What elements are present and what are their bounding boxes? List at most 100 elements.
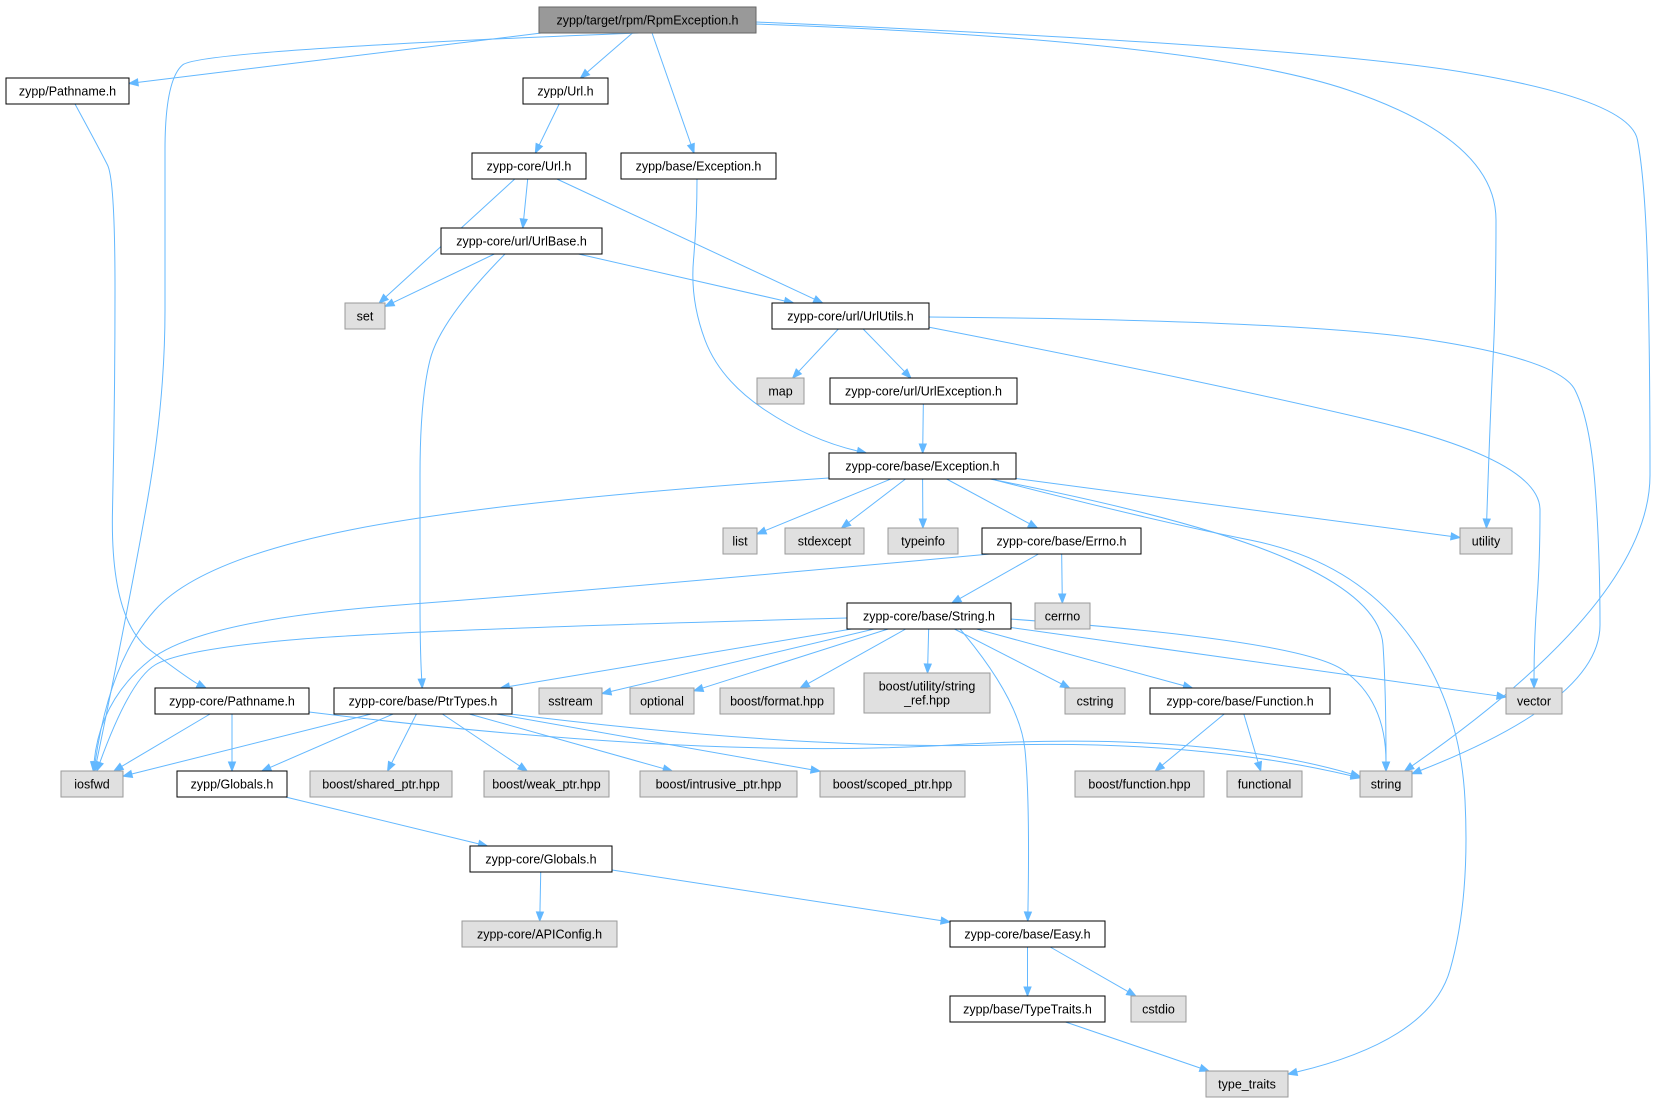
edge-corepath-to-string	[308, 711, 1362, 778]
edge-arrowhead	[1198, 1063, 1211, 1072]
node-urlbase[interactable]: zypp-core/url/UrlBase.h	[440, 227, 603, 255]
node-label: optional	[640, 695, 684, 709]
edge-urlutils-to-urlexc	[862, 328, 912, 379]
edge-function-to-bfunc	[1154, 713, 1225, 772]
edge-arrowhead	[1410, 766, 1423, 775]
node-box	[819, 770, 966, 798]
edge-arrowhead	[901, 368, 912, 379]
node-string: string	[1359, 770, 1413, 798]
node-box	[620, 152, 777, 180]
node-iosfwd: iosfwd	[60, 770, 124, 798]
edge-corexc-to-iosfwd	[91, 477, 830, 773]
edge-arrowhead	[1023, 911, 1033, 923]
node-box	[461, 920, 618, 948]
edge-root-to-iosfwd	[92, 32, 640, 773]
node-bfunc: boost/function.hpp	[1074, 770, 1205, 798]
node-coreurl[interactable]: zypp-core/Url.h	[471, 152, 587, 180]
node-label: boost/utility/string	[879, 680, 976, 694]
node-cglobals[interactable]: zypp-core/Globals.h	[469, 845, 613, 873]
node-label: zypp/base/Exception.h	[636, 160, 762, 174]
node-box	[863, 672, 991, 714]
node-sstream: sstream	[538, 687, 603, 715]
edge-arrowhead	[686, 142, 695, 155]
node-box	[1459, 527, 1513, 555]
edge-line	[702, 628, 889, 689]
edge-line	[74, 103, 199, 685]
edge-arrowhead	[121, 769, 134, 779]
node-label: cstring	[1077, 695, 1114, 709]
node-zbexc[interactable]: zypp/base/Exception.h	[620, 152, 777, 180]
edge-corexc-to-type_traits	[994, 479, 1467, 1077]
edge-root-to-url	[579, 32, 633, 79]
edge-arrowhead	[939, 916, 952, 925]
edge-corexc-to-list	[755, 478, 892, 535]
edge-pathname-to-corepath	[74, 103, 208, 689]
edge-urlutils-to-map	[791, 328, 839, 380]
edge-arrowhead	[791, 368, 803, 380]
node-errno[interactable]: zypp-core/base/Errno.h	[981, 527, 1142, 555]
node-list: list	[722, 527, 758, 555]
node-pathname[interactable]: zypp/Pathname.h	[5, 77, 130, 105]
edge-arrowhead	[1059, 679, 1071, 689]
node-ptrtypes[interactable]: zypp-core/base/PtrTypes.h	[333, 687, 513, 715]
node-label: zypp-core/base/String.h	[863, 610, 995, 624]
edge-line	[959, 628, 1030, 913]
edge-corepath-to-iosfwd	[112, 713, 211, 772]
edge-line	[1049, 946, 1129, 992]
node-corexc[interactable]: zypp-core/base/Exception.h	[828, 452, 1017, 480]
node-box	[60, 770, 124, 798]
node-function[interactable]: zypp-core/base/Function.h	[1149, 687, 1331, 715]
edge-line	[848, 478, 906, 523]
node-label: zypp/Globals.h	[191, 778, 274, 792]
edge-urlutils-to-string	[927, 316, 1601, 775]
node-box	[756, 377, 805, 405]
edge-root-to-zbexc	[651, 32, 695, 155]
edge-arrowhead	[89, 761, 99, 773]
edge-arrowhead	[383, 298, 396, 308]
edge-line	[131, 713, 372, 775]
node-typetraits-h[interactable]: zypp/base/TypeTraits.h	[949, 995, 1106, 1023]
node-corepath[interactable]: zypp-core/Pathname.h	[154, 687, 310, 715]
node-root[interactable]: zypp/target/rpm/RpmException.h	[538, 6, 757, 34]
edge-arrowhead	[534, 142, 544, 155]
node-label: zypp/Pathname.h	[19, 85, 116, 99]
edge-line	[994, 479, 1467, 1073]
edges-layer	[74, 21, 1651, 1077]
node-box	[722, 527, 758, 555]
node-box	[1149, 687, 1331, 715]
node-vector: vector	[1505, 687, 1563, 715]
node-label: zypp-core/Pathname.h	[169, 695, 295, 709]
node-easy[interactable]: zypp-core/base/Easy.h	[949, 920, 1106, 948]
node-label: zypp-core/APIConfig.h	[477, 928, 602, 942]
node-label: zypp-core/url/UrlUtils.h	[787, 310, 913, 324]
node-urlexc[interactable]: zypp-core/url/UrlException.h	[829, 377, 1018, 405]
node-box	[1074, 770, 1205, 798]
node-string-h[interactable]: zypp-core/base/String.h	[846, 602, 1012, 630]
edge-ptrtypes-to-zglobals	[260, 713, 394, 772]
node-urlutils[interactable]: zypp-core/url/UrlUtils.h	[771, 302, 930, 330]
node-box	[828, 452, 1017, 480]
edge-line	[976, 628, 1184, 687]
node-label: string	[1371, 778, 1402, 792]
node-label: cstdio	[1142, 1003, 1175, 1017]
edge-line	[509, 628, 852, 688]
node-box	[1226, 770, 1303, 798]
node-box	[949, 920, 1106, 948]
edge-line	[946, 478, 1030, 525]
node-map: map	[756, 377, 805, 405]
node-utility: utility	[1459, 527, 1513, 555]
edge-arrowhead	[96, 760, 104, 773]
edge-errno-to-iosfwd	[89, 553, 991, 773]
edge-line	[798, 328, 839, 372]
node-box	[471, 152, 587, 180]
edge-arrowhead	[378, 293, 390, 304]
edge-corepath-to-zglobals	[227, 714, 237, 773]
node-cstring: cstring	[1064, 687, 1126, 715]
node-box	[469, 845, 613, 873]
node-url[interactable]: zypp/Url.h	[522, 77, 609, 105]
node-zglobals[interactable]: zypp/Globals.h	[176, 770, 288, 798]
edge-root-to-string	[754, 21, 1651, 772]
node-bweak: boost/weak_ptr.hpp	[483, 770, 610, 798]
edge-line	[651, 32, 692, 145]
